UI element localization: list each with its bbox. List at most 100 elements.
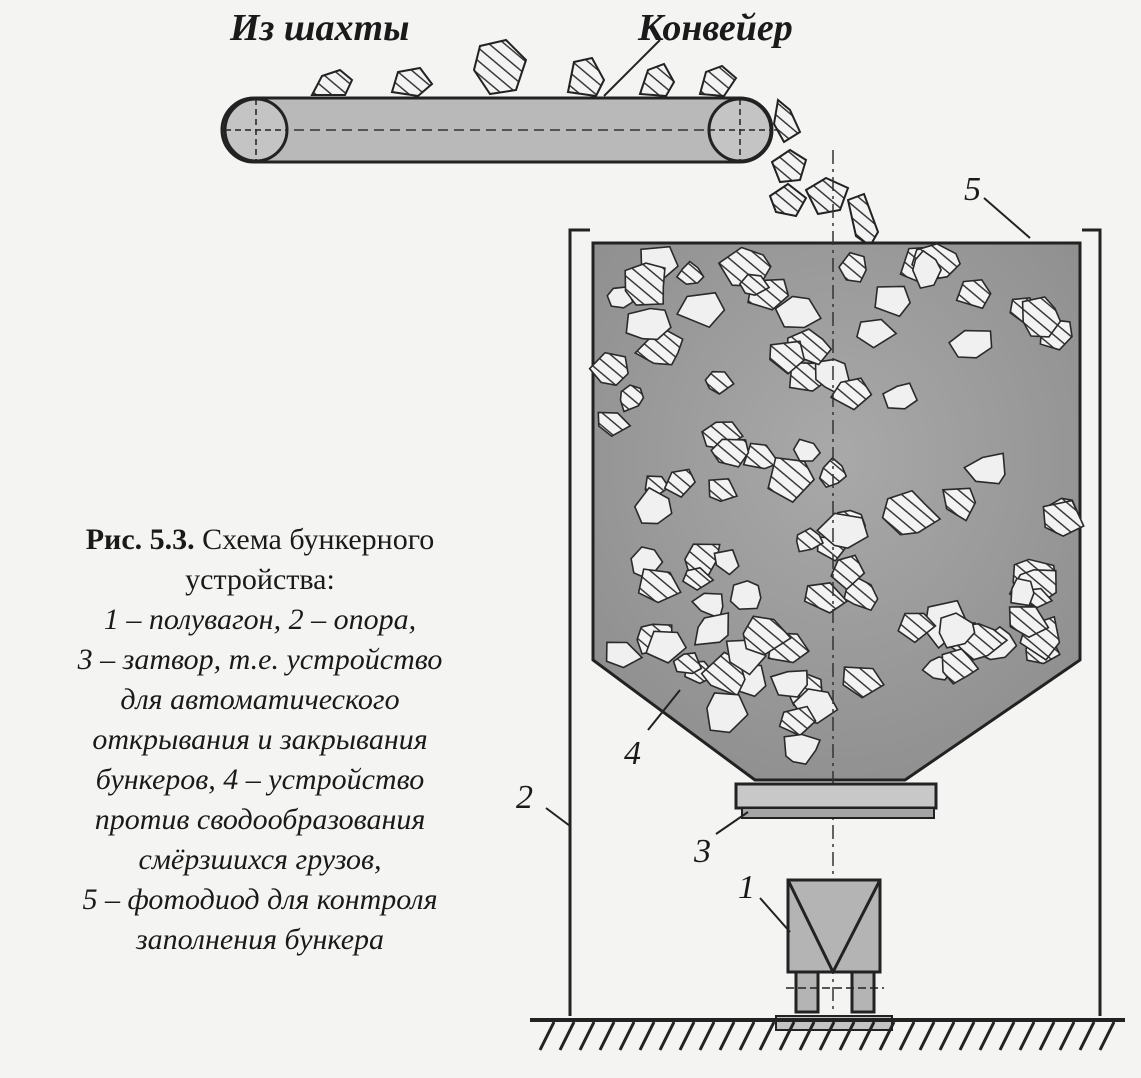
wagon xyxy=(775,878,893,1031)
coal-lump xyxy=(708,477,739,503)
coal-lump xyxy=(829,377,873,411)
photodiode-leader xyxy=(983,197,1031,239)
coal-lump xyxy=(633,326,684,366)
coal-lump xyxy=(774,295,823,329)
coal-lump xyxy=(1042,499,1085,537)
coal-lump xyxy=(838,251,867,283)
coal-lump xyxy=(588,351,629,387)
legend-line: против сводообразования xyxy=(94,803,426,836)
coal-lump xyxy=(706,692,749,734)
figure-title-1: Схема бункерного xyxy=(202,523,435,556)
coal-in-hopper xyxy=(588,242,1085,765)
coal-lump xyxy=(729,580,762,611)
ground-hatch-line xyxy=(998,1021,1016,1051)
coal-lump xyxy=(704,370,735,395)
gate xyxy=(734,782,938,819)
coal-lump xyxy=(1010,577,1035,607)
ground-hatch-line xyxy=(538,1021,556,1051)
ground-hatch-line xyxy=(658,1021,676,1051)
ground-hatch-line xyxy=(1058,1021,1076,1051)
figure-label: Рис. 5.3. xyxy=(85,523,195,556)
label-1: 1 xyxy=(738,869,755,906)
ground-hatch-line xyxy=(1038,1021,1056,1051)
coal-lump xyxy=(778,705,817,737)
label-2: 2 xyxy=(516,779,533,816)
coal-lump xyxy=(713,548,740,576)
legend-line: 1 – полувагон, 2 – опора, xyxy=(103,603,417,636)
coal-lump xyxy=(645,630,688,664)
figure-title-2: устройства: xyxy=(185,563,335,596)
coal-lump xyxy=(963,452,1006,485)
ground-hatch-line xyxy=(778,1021,796,1051)
coal-lump xyxy=(938,612,976,649)
ground-hatch-line xyxy=(978,1021,996,1051)
coal-lump xyxy=(605,641,644,669)
ground-hatch-line xyxy=(898,1021,916,1051)
label-from-mine: Из шахты xyxy=(229,7,409,49)
conveyor-belt xyxy=(220,96,774,164)
ground-hatch-line xyxy=(938,1021,956,1051)
coal-lump xyxy=(948,329,993,359)
coal-lump xyxy=(767,456,816,504)
legend-line: 5 – фотодиод для контроля xyxy=(82,883,438,916)
coal-lump xyxy=(882,382,919,410)
coal-lump xyxy=(874,285,912,318)
legend-line: бункеров, 4 – устройство xyxy=(95,763,425,796)
ground-hatch-line xyxy=(738,1021,756,1051)
coal-lump xyxy=(769,340,806,375)
legend-line: заполнения бункера xyxy=(135,923,385,956)
ground-hatch-line xyxy=(558,1021,576,1051)
coal-lump xyxy=(637,568,682,604)
ground-hatch-line xyxy=(578,1021,596,1051)
coal-lump xyxy=(897,612,937,644)
coal-lump xyxy=(911,249,942,290)
coal-lump xyxy=(769,669,809,698)
coal-on-conveyor xyxy=(310,38,880,248)
coal-lump xyxy=(842,666,885,699)
ground-hatch-line xyxy=(958,1021,976,1051)
coal-lump xyxy=(675,260,705,286)
coal-lump xyxy=(597,411,632,438)
ground-hatch-line xyxy=(1098,1021,1116,1051)
legend-line: 3 – затвор, т.е. устройство xyxy=(77,643,443,676)
legend-line: для автоматического xyxy=(120,683,400,716)
coal-lump xyxy=(1008,605,1050,639)
legend-line: смёрзшихся грузов, xyxy=(138,843,382,876)
support-frame xyxy=(568,228,1102,1016)
ground-hatch-line xyxy=(638,1021,656,1051)
coal-lump xyxy=(675,291,726,329)
ground-hatch-line xyxy=(678,1021,696,1051)
coal-lump xyxy=(633,486,673,525)
coal-lump xyxy=(681,566,715,591)
label-5: 5 xyxy=(964,171,981,208)
coal-lump xyxy=(881,489,942,536)
label-conveyor: Конвейер xyxy=(637,7,793,49)
ground-hatch-line xyxy=(798,1021,816,1051)
coal-lump xyxy=(624,262,666,306)
coal-lump xyxy=(830,554,866,591)
coal-lump xyxy=(672,652,703,675)
ground-hatch-line xyxy=(818,1021,836,1051)
ground-hatch-line xyxy=(698,1021,716,1051)
coal-lump xyxy=(783,733,822,765)
ground-hatch-line xyxy=(918,1021,936,1051)
ground-hatch-line xyxy=(858,1021,876,1051)
coal-lump xyxy=(941,487,977,522)
ground-hatch-line xyxy=(1078,1021,1096,1051)
label-3: 3 xyxy=(693,833,711,870)
ground-hatch-line xyxy=(718,1021,736,1051)
conveyor xyxy=(220,96,785,164)
coal-lump xyxy=(619,384,645,413)
ground-hatch-line xyxy=(598,1021,616,1051)
coal-lump xyxy=(843,577,879,612)
coal-lump xyxy=(1021,296,1062,338)
coal-lump xyxy=(663,468,697,499)
figure-legend: 1 – полувагон, 2 – опора, 3 – затвор, т.… xyxy=(0,600,520,960)
coal-lump xyxy=(795,527,825,553)
coal-lump xyxy=(941,648,980,685)
coal-lump xyxy=(742,615,793,656)
label-4: 4 xyxy=(624,735,641,772)
coal-lump xyxy=(693,612,730,646)
coal-lump xyxy=(818,456,848,489)
